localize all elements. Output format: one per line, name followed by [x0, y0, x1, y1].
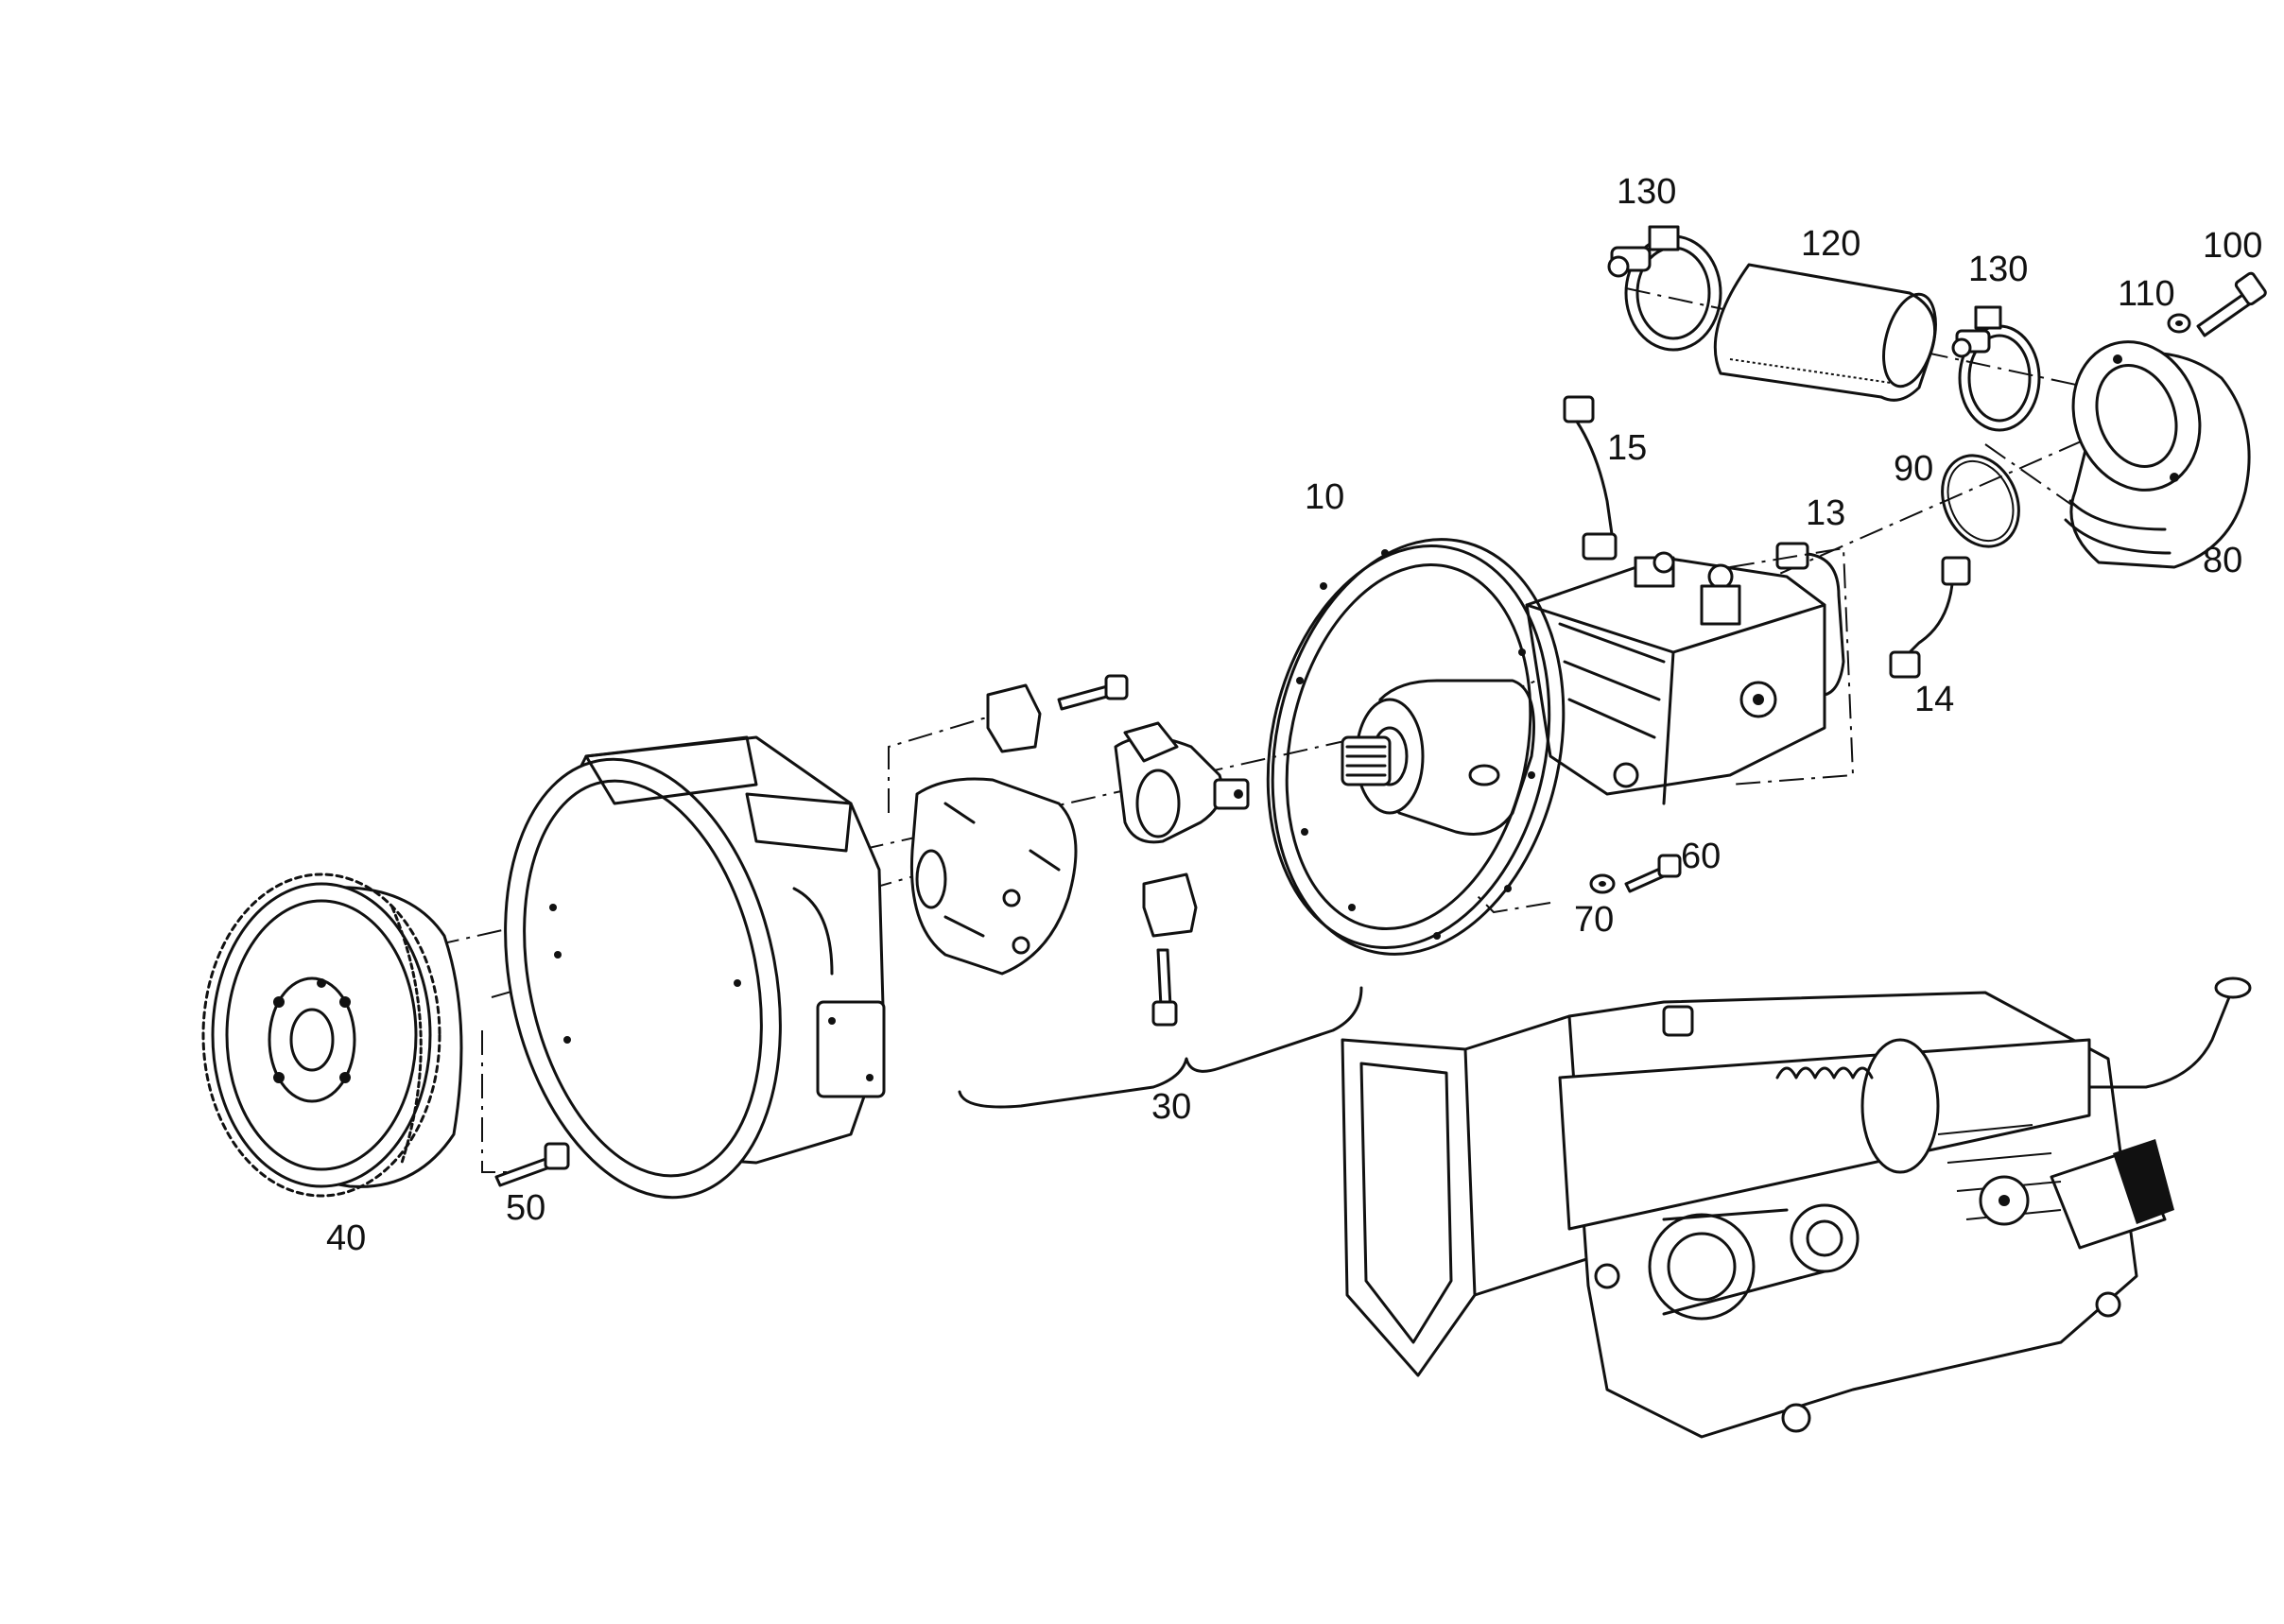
label-60: 60: [1681, 837, 1721, 876]
label-80: 80: [2203, 541, 2242, 580]
part-labels: 130 120 130 100 110 15 90 10 13 80 14 60…: [326, 172, 2262, 1258]
label-13: 13: [1806, 493, 1845, 533]
label-90: 90: [1894, 449, 1933, 489]
bolt-60: [1624, 854, 1682, 893]
hose-clamp-left: [1607, 225, 1722, 352]
adapter-flange-10: [1266, 538, 1566, 956]
hose-sleeve: [1713, 263, 1937, 402]
label-10: 10: [1305, 477, 1344, 517]
label-130-right: 130: [1968, 250, 2028, 289]
label-40: 40: [326, 1218, 366, 1258]
washer-70: [1589, 873, 1616, 894]
label-110: 110: [2118, 274, 2175, 314]
flywheel-40: [201, 872, 463, 1198]
bolt-50: [494, 1142, 570, 1187]
hydraulic-pump: [1341, 546, 1855, 836]
label-14: 14: [1914, 680, 1954, 719]
label-120: 120: [1801, 224, 1860, 264]
sensor-cable-15: [1563, 395, 1618, 561]
label-70: 70: [1574, 900, 1614, 940]
label-50: 50: [506, 1188, 545, 1228]
flywheel-housing: [504, 735, 886, 1200]
sensor-14: [1889, 556, 1971, 679]
label-130-left: 130: [1617, 172, 1676, 212]
bolt-100: [2196, 271, 2267, 337]
coupling-set-30: [909, 674, 1363, 1109]
label-30: 30: [1151, 1087, 1191, 1127]
elbow-flange-80: [2064, 340, 2251, 569]
label-15: 15: [1607, 428, 1647, 468]
o-ring-90: [1941, 454, 2020, 548]
engine-overview: [1341, 976, 2252, 1439]
washer-110: [2167, 313, 2191, 334]
hose-clamp-right: [1951, 305, 2041, 432]
label-100: 100: [2203, 226, 2262, 266]
